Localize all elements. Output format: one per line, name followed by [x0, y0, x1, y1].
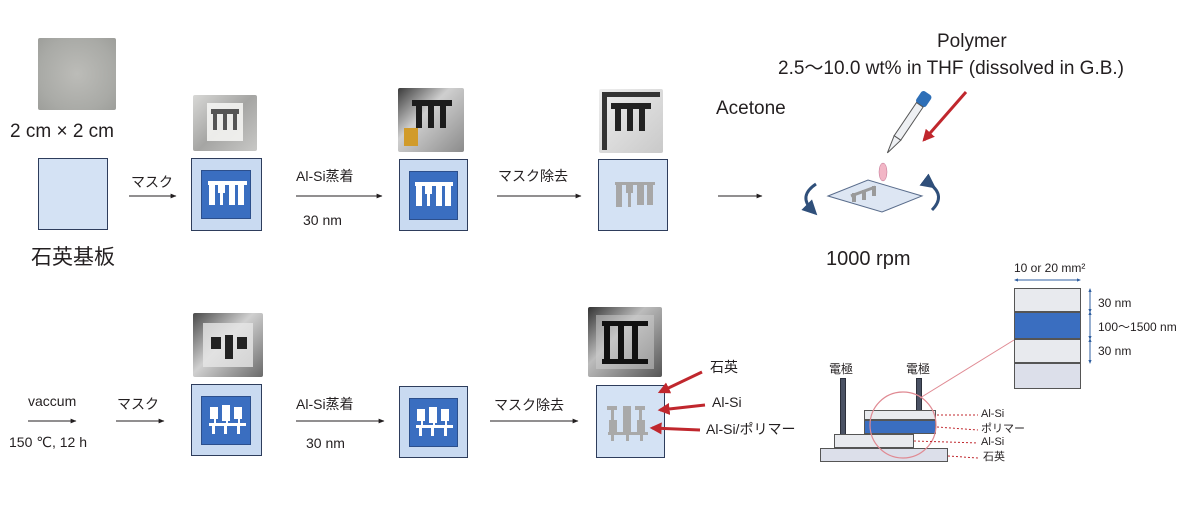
electrode-right-label: 電極 [906, 362, 931, 376]
substrate-photo [38, 38, 116, 110]
mask-label-top: マスク [131, 174, 173, 190]
spin-arrow-left [801, 182, 818, 216]
mask-removal-label-bottom: マスク除去 [494, 397, 564, 413]
mask-diagram-bottom [191, 384, 262, 456]
stack-layer-polymer [1014, 312, 1081, 339]
pipette [886, 91, 932, 154]
thickness-label-top: 30 nm [303, 212, 342, 228]
thickness-bottom-label: 30 nm [1098, 344, 1132, 358]
deposition-label-bottom: Al-Si蒸着 [296, 396, 354, 412]
electrode-pattern-top [598, 159, 668, 231]
stack-layer-substrate [1014, 363, 1081, 389]
mask-label-bottom: マスク [117, 396, 159, 412]
polymer-title: Polymer [937, 31, 1007, 52]
area-label: 10 or 20 mm² [1014, 261, 1086, 275]
deposition-label-top: Al-Si蒸着 [296, 168, 354, 184]
device-top-alsi [864, 410, 936, 420]
deposited-diagram-bottom [399, 386, 468, 458]
alsi-polymer-pointer-label: Al-Si/ポリマー [706, 421, 796, 437]
mask-removed-photo-top [599, 89, 663, 153]
alsi-pointer-label: Al-Si [712, 394, 742, 410]
vacuum-conditions-label: 150 ℃, 12 h [9, 434, 87, 450]
stack-layer-top-alsi [1014, 288, 1081, 312]
polymer-arrow [922, 91, 968, 142]
zoom-circle [869, 391, 937, 459]
quartz-pointer-arrow [657, 370, 703, 394]
substrate-label: 石英基板 [31, 246, 115, 269]
layer-leaders [913, 414, 979, 459]
spin-substrate-pattern [850, 185, 876, 202]
device-diagram [596, 385, 665, 458]
layer-substrate-label: 石英 [983, 451, 1005, 463]
mask-photo-top [193, 95, 257, 151]
layer-bottom-label: Al-Si [981, 436, 1005, 448]
acetone-label: Acetone [716, 98, 786, 119]
stack-layer-bottom-alsi [1014, 339, 1081, 363]
vacuum-label: vaccum [28, 393, 77, 409]
electrode-left-label: 電極 [829, 362, 854, 376]
polymer-droplet [878, 162, 888, 182]
quartz-pointer-label: 石英 [710, 359, 738, 375]
deposited-diagram-top [399, 159, 468, 231]
thickness-label-bottom: 30 nm [306, 435, 345, 451]
thickness-top-label: 30 nm [1098, 296, 1132, 310]
polymer-solution-label: 2.5～10.0 wt% in THF (dissolved in G.B.) [778, 58, 1124, 79]
device-photo [588, 307, 662, 377]
mask-removal-label-top: マスク除去 [498, 168, 568, 184]
mask-diagram-top [191, 158, 262, 231]
spin-speed-label: 1000 rpm [826, 248, 911, 270]
spin-arrow-right [919, 173, 940, 212]
layer-top-label: Al-Si [981, 408, 1005, 420]
deposited-photo-top [398, 88, 464, 152]
alsi-pointer-arrow [657, 402, 706, 415]
alsi-polymer-pointer-arrow [649, 422, 701, 435]
device-substrate [820, 448, 948, 462]
quartz-substrate [38, 158, 108, 230]
substrate-size-label: 2 cm × 2 cm [10, 121, 114, 142]
layer-polymer-label: ポリマー [981, 423, 1025, 435]
zoom-connector [919, 339, 1015, 399]
mask-photo-bottom [193, 313, 263, 377]
thickness-mid-label: 100～1500 nm [1098, 320, 1177, 334]
